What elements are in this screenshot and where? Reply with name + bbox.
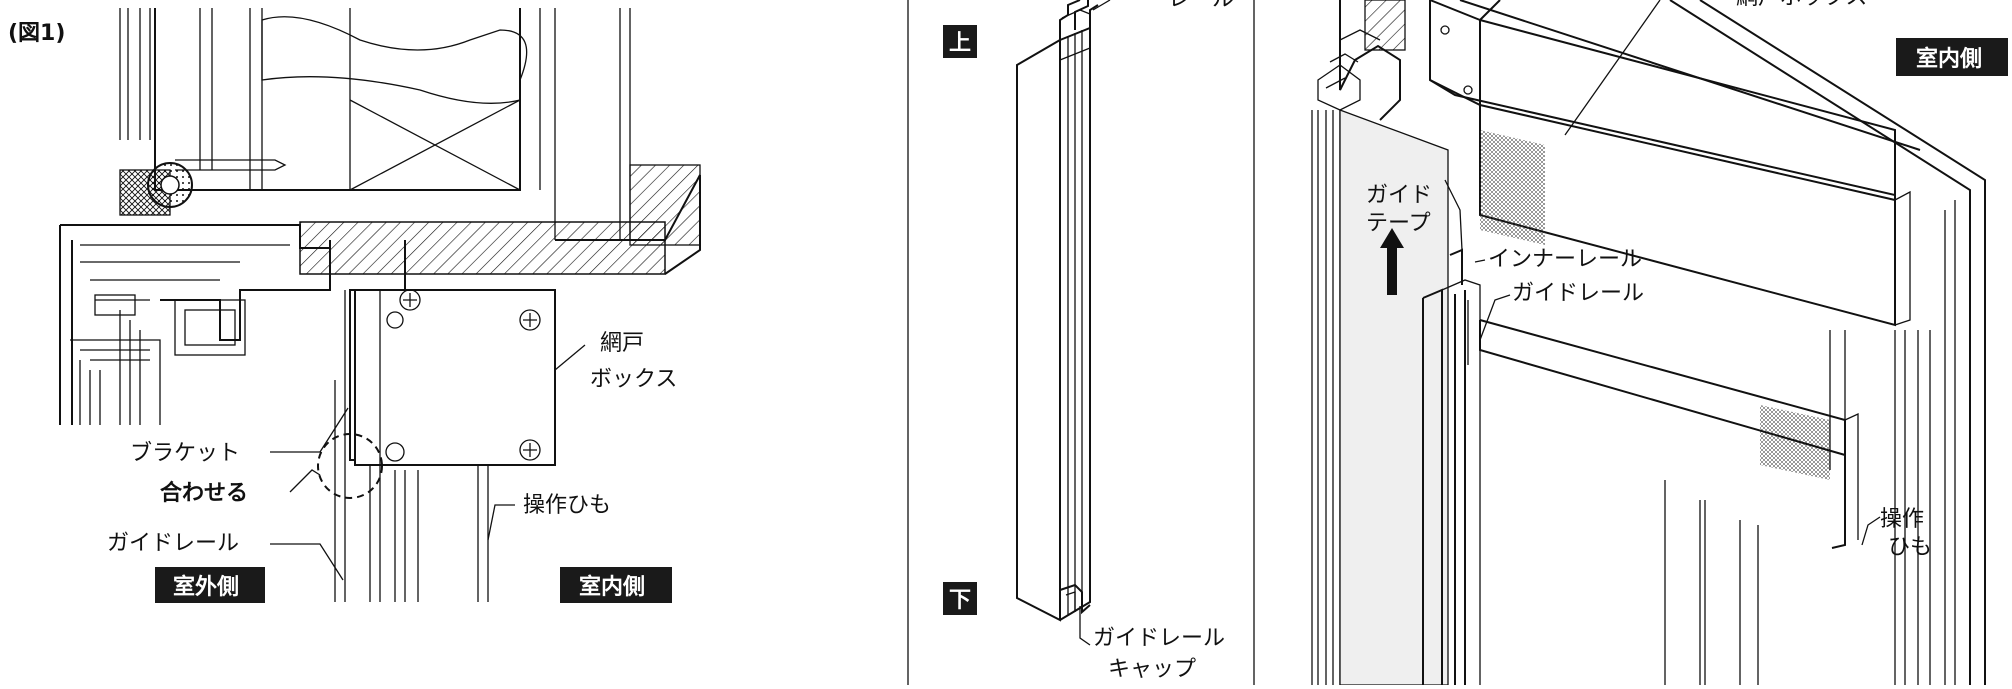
label-operating-cord-right-line1: 操作 xyxy=(1880,507,1924,532)
label-screen-box-line2: ボックス xyxy=(590,367,677,392)
upward-arrow xyxy=(1380,228,1404,295)
tag-indoor-left: 室内側 xyxy=(560,567,672,603)
label-operating-cord-left: 操作ひも xyxy=(523,493,611,518)
label-guide-rail-cap-line2: キャップ xyxy=(1108,657,1196,682)
figure-label: (図1) xyxy=(8,21,65,46)
label-guide-tape-line1: ガイド xyxy=(1366,183,1432,208)
label-guide-tape-line2: テープ xyxy=(1366,211,1431,236)
label-align: 合わせる xyxy=(160,480,248,506)
label-bracket: ブラケット xyxy=(130,441,240,466)
svg-text:上: 上 xyxy=(949,31,971,56)
align-circle xyxy=(317,433,383,499)
svg-text:室内側: 室内側 xyxy=(1916,46,1982,72)
svg-text:室外側: 室外側 xyxy=(173,574,239,600)
middle-guide-rail-diagram: 上 下 レール ガイドレール キャップ xyxy=(907,0,1255,685)
label-operating-cord-right-line2: ひも xyxy=(1888,535,1932,560)
left-cross-section-diagram: 網戸 ボックス ブラケット 合わせる ガイドレール 操作ひも 室外側 室内側 xyxy=(59,8,701,603)
screen-box-section xyxy=(354,289,556,466)
label-inner-rail: インナーレール xyxy=(1488,247,1642,272)
tag-top: 上 xyxy=(943,25,977,58)
label-guide-rail-right: ガイドレール xyxy=(1512,281,1644,306)
svg-text:下: 下 xyxy=(949,588,971,613)
label-rail-top-partial: レール xyxy=(1168,0,1234,12)
tag-indoor-right: 室内側 xyxy=(1896,38,2008,76)
guide-rail-front-face xyxy=(1016,38,1061,622)
label-guide-rail-cap-line1: ガイドレール xyxy=(1093,626,1225,651)
tag-outdoor: 室外側 xyxy=(155,567,265,603)
label-screen-box-line1: 網戸 xyxy=(600,331,644,356)
screw-heads xyxy=(385,289,541,462)
wood-header xyxy=(299,221,666,275)
label-guide-rail-left: ガイドレール xyxy=(107,531,239,556)
svg-text:室内側: 室内側 xyxy=(579,574,645,600)
guide-rail-cap xyxy=(1059,583,1091,615)
tag-bottom: 下 xyxy=(943,582,977,615)
